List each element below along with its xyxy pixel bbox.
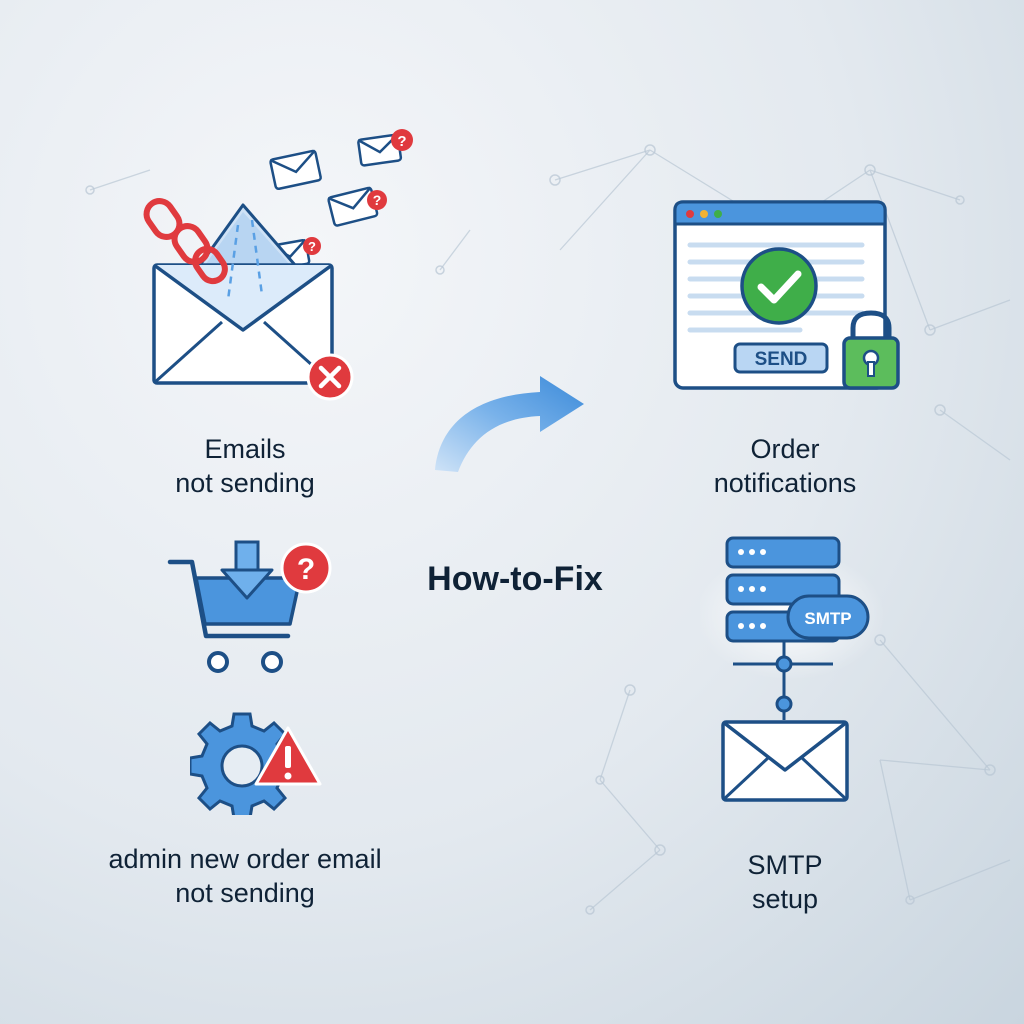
flying-envelope-icon xyxy=(269,133,403,271)
svg-text:?: ? xyxy=(297,553,315,586)
svg-text:SMTP: SMTP xyxy=(804,609,851,628)
envelope-icon xyxy=(721,720,849,802)
warning-triangle-icon xyxy=(254,726,322,786)
curved-arrow-icon xyxy=(435,376,584,472)
broken-envelope-icon: ??? xyxy=(143,129,413,401)
question-badge-icon xyxy=(303,129,413,255)
cart-question-icon: ? xyxy=(167,540,332,673)
error-x-icon xyxy=(306,353,354,401)
svg-text:?: ? xyxy=(308,239,316,254)
browser-check-lock-icon: SEND xyxy=(673,200,900,390)
svg-text:?: ? xyxy=(373,192,382,208)
send-button xyxy=(733,342,829,374)
smtp-server-icon: SMTP xyxy=(700,536,885,802)
gear-warning-icon xyxy=(190,712,322,815)
send-button-label: SEND xyxy=(755,349,808,370)
smtp-badge: SMTP xyxy=(786,594,870,640)
center-title: How-to-Fix xyxy=(427,560,603,598)
lock-icon xyxy=(842,310,900,390)
broken-chain-icon xyxy=(143,198,228,285)
success-check-icon xyxy=(740,247,818,325)
svg-text:?: ? xyxy=(397,133,406,150)
question-badge-icon: ? xyxy=(280,542,332,594)
